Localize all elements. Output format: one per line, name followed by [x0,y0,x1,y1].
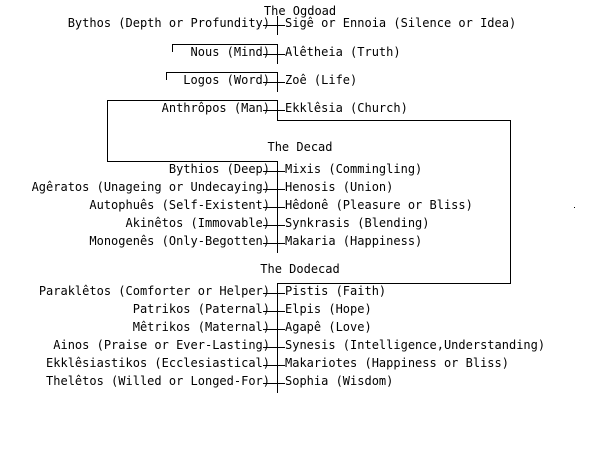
pair-connector [263,293,285,294]
aeon-name-left: Nous (Mind) [190,45,270,59]
pair-connector [263,311,285,312]
pair-tick [277,356,278,375]
branch-to-dodecad-v [510,120,511,283]
section-heading-dodecad: The Dodecad [260,262,340,276]
pair-tick [277,234,278,253]
aeon-name-right: Elpis (Hope) [285,302,372,316]
ogdoad-bracket-2-h [166,72,278,73]
aeon-pair-row: Monogenês (Only-Begotten) Makaria (Happi… [0,234,600,253]
branch-to-decad-v [107,108,108,161]
ogdoad-bracket-1-v [172,44,173,52]
aeon-name-left: Thelêtos (Willed or Longed-For) [46,374,270,388]
aeon-pair-row: Nous (Mind) Alêtheia (Truth) [0,45,600,64]
aeon-pair-row: Anthrôpos (Man) Ekklêsia (Church) [0,101,600,120]
pair-tick [277,320,278,339]
pair-connector [263,329,285,330]
pair-tick [277,374,278,393]
pair-tick [277,284,278,303]
aeon-pair-row: Agêratos (Unageing or Undecaying) Henosi… [0,180,600,199]
pair-tick [277,16,278,35]
aeon-name-left: Patrikos (Paternal) [132,302,270,316]
aeon-name-left: Agêratos (Unageing or Undecaying) [31,180,270,194]
aeon-name-right: Ekklêsia (Church) [285,101,408,115]
pair-connector [263,25,285,26]
aeon-name-right: Synesis (Intelligence,Understanding) [285,338,546,352]
pair-connector [263,243,285,244]
aeon-pair-row: Akinêtos (Immovable) Synkrasis (Blending… [0,216,600,235]
ogdoad-bracket-3-h [107,100,278,101]
aeon-name-right: Mixis (Commingling) [285,162,423,176]
pair-tick [277,73,278,92]
pair-tick [277,302,278,321]
aeon-pair-row: Mêtrikos (Maternal) Agapê (Love) [0,320,600,339]
pair-connector [263,225,285,226]
branch-to-decad-h [107,161,278,162]
aeon-name-left: Autophuês (Self-Existent) [89,198,270,212]
aeon-pair-row: Paraklêtos (Comforter or Helper) Pistis … [0,284,600,303]
aeon-name-right: Alêtheia (Truth) [285,45,401,59]
aeon-name-right: Synkrasis (Blending) [285,216,430,230]
pair-tick [277,216,278,235]
aeon-name-right: Zoê (Life) [285,73,358,87]
pair-connector [263,171,285,172]
aeon-name-left: Anthrôpos (Man) [161,101,270,115]
aeon-name-left: Ainos (Praise or Ever-Lasting) [53,338,270,352]
pair-tick [277,162,278,181]
aeon-pair-row: Patrikos (Paternal) Elpis (Hope) [0,302,600,321]
ogdoad-bracket-1-h [172,44,278,45]
branch-to-dodecad-h-top [277,120,511,121]
aeon-name-left: Mêtrikos (Maternal) [132,320,270,334]
aeon-name-left: Paraklêtos (Comforter or Helper) [38,284,270,298]
pair-connector [263,189,285,190]
pair-connector [263,110,285,111]
scan-speck [574,207,575,208]
aeon-name-left: Bythios (Deep) [168,162,270,176]
aeon-pair-row: Thelêtos (Willed or Longed-For) Sophia (… [0,374,600,393]
section-heading-decad: The Decad [267,140,333,154]
pair-connector [263,347,285,348]
aeon-pair-row: Bythos (Depth or Profundity) Sigê or Enn… [0,16,600,35]
pair-connector [263,82,285,83]
aeon-genealogy-diagram: The Ogdoad Bythos (Depth or Profundity) … [0,4,600,393]
aeon-name-right: Sigê or Ennoia (Silence or Idea) [285,16,517,30]
pair-connector [263,207,285,208]
aeon-name-right: Sophia (Wisdom) [285,374,394,388]
aeon-pair-row: Ainos (Praise or Ever-Lasting) Synesis (… [0,338,600,357]
aeon-name-left: Ekklêsiastikos (Ecclesiastical) [46,356,270,370]
aeon-name-left: Bythos (Depth or Profundity) [67,16,270,30]
pair-tick [277,180,278,199]
aeon-name-left: Monogenês (Only-Begotten) [89,234,270,248]
pair-tick [277,338,278,357]
pair-connector [263,383,285,384]
pair-connector [263,54,285,55]
aeon-name-left: Logos (Word) [183,73,270,87]
aeon-pair-row: Ekklêsiastikos (Ecclesiastical) Makariot… [0,356,600,375]
aeon-name-left: Akinêtos (Immovable) [125,216,271,230]
aeon-pair-row: Logos (Word) Zoê (Life) [0,73,600,92]
aeon-name-right: Pistis (Faith) [285,284,387,298]
aeon-pair-row: Bythios (Deep) Mixis (Commingling) [0,162,600,181]
pair-tick [277,45,278,64]
ogdoad-bracket-3-v [107,100,108,108]
section-heading-ogdoad: The Ogdoad [263,4,337,18]
aeon-name-right: Makaria (Happiness) [285,234,423,248]
aeon-pair-row: Autophuês (Self-Existent) Hêdonê (Pleasu… [0,198,600,217]
aeon-name-right: Hêdonê (Pleasure or Bliss) [285,198,473,212]
aeon-name-right: Agapê (Love) [285,320,372,334]
aeon-name-right: Henosis (Union) [285,180,394,194]
pair-connector [263,365,285,366]
branch-to-dodecad-h-bot [277,283,511,284]
pair-tick [277,198,278,217]
pair-tick [277,101,278,120]
ogdoad-bracket-2-v [166,72,167,80]
aeon-name-right: Makariotes (Happiness or Bliss) [285,356,509,370]
